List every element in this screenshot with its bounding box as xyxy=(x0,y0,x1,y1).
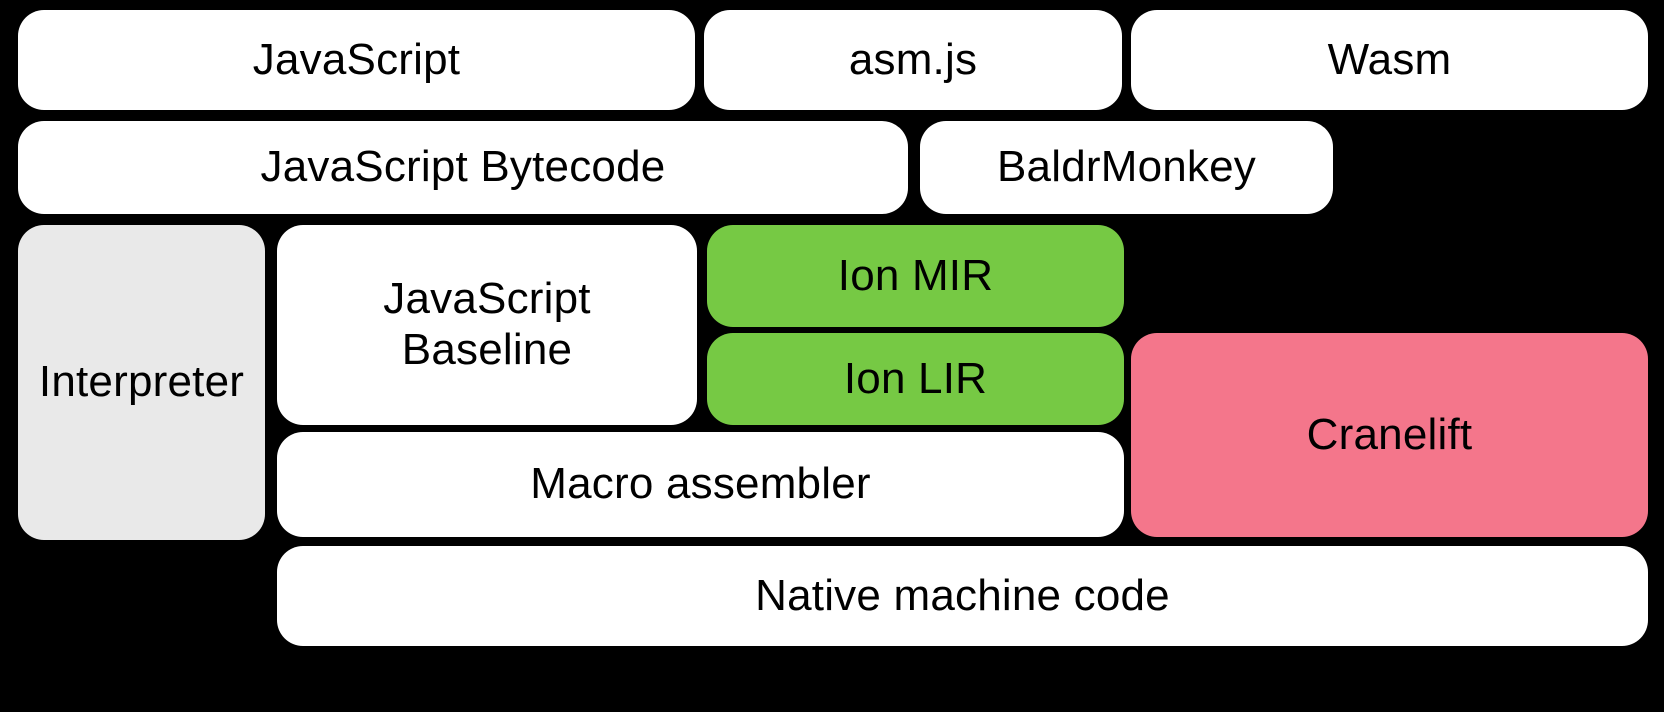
node-interpreter: Interpreter xyxy=(18,225,265,540)
node-cranelift: Cranelift xyxy=(1131,333,1648,537)
node-baldrmonkey: BaldrMonkey xyxy=(920,121,1333,214)
node-asmjs: asm.js xyxy=(704,10,1122,110)
node-ion-mir: Ion MIR xyxy=(707,225,1124,327)
node-javascript: JavaScript xyxy=(18,10,695,110)
node-javascript-bytecode: JavaScript Bytecode xyxy=(18,121,908,214)
node-macro-assembler: Macro assembler xyxy=(277,432,1124,537)
node-ion-lir: Ion LIR xyxy=(707,333,1124,425)
node-javascript-baseline: JavaScript Baseline xyxy=(277,225,697,425)
node-native-machine-code: Native machine code xyxy=(277,546,1648,646)
node-wasm: Wasm xyxy=(1131,10,1648,110)
